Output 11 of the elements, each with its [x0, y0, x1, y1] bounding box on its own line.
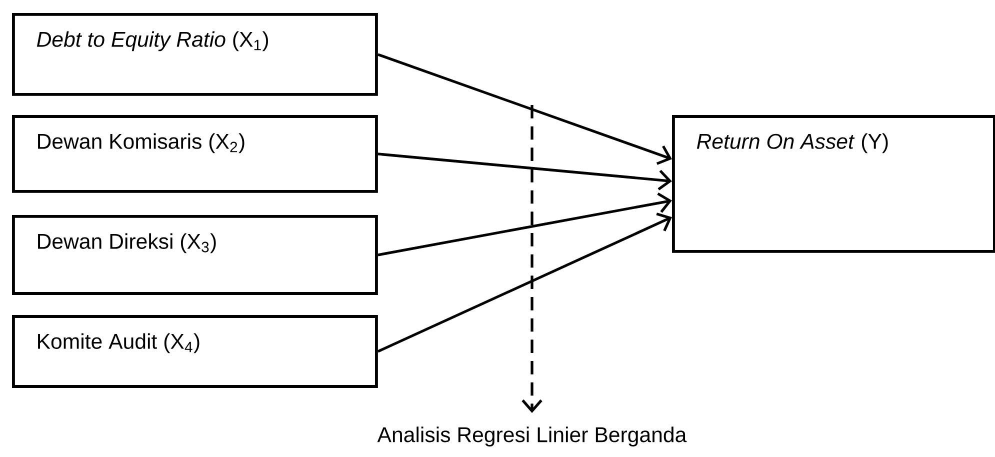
dashed-arrow	[522, 105, 542, 413]
variable-box: Dewan Direksi (X$_{3}$)	[12, 215, 378, 295]
arrow	[378, 192, 672, 256]
analysis-label: Analisis Regresi Linier Berganda	[377, 426, 687, 446]
arrow	[378, 152, 672, 190]
variable-box: Komite Audit (X$_{4}$)	[12, 315, 378, 388]
variable-box: Dewan Komisaris (X$_{2}$)	[12, 115, 378, 193]
variable-box: Return On Asset (Y)	[672, 115, 995, 253]
arrow	[377, 212, 672, 353]
arrow	[378, 53, 672, 165]
variable-box: Debt to Equity Ratio (X$_{1}$)	[12, 13, 378, 96]
